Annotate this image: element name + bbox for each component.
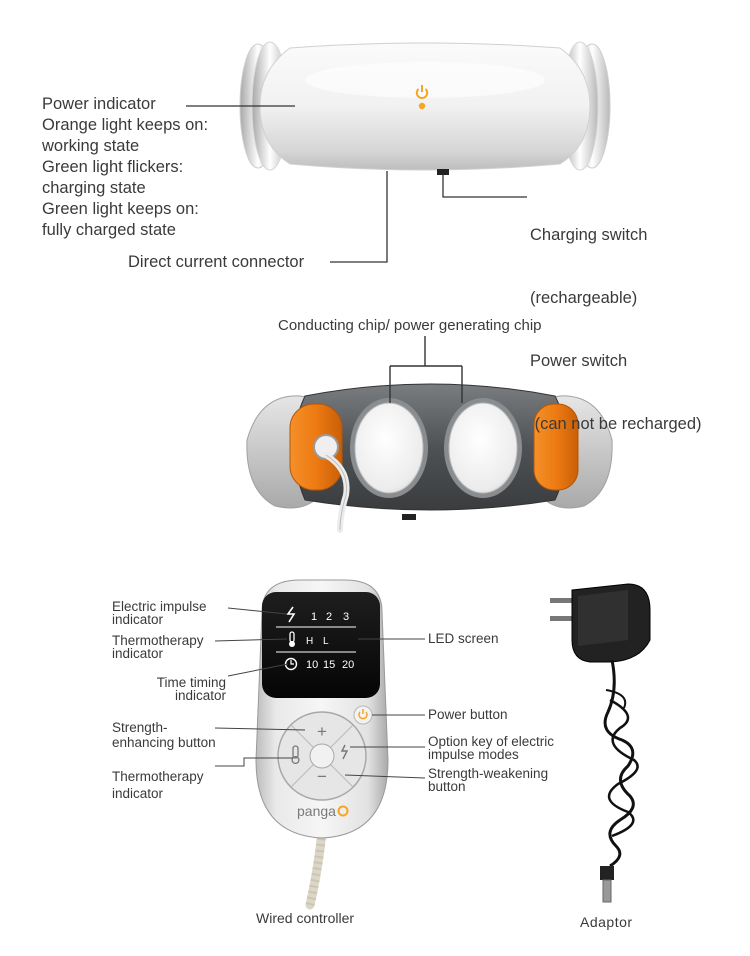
electric-impulse-icon bbox=[286, 606, 296, 623]
label-strength-enh-line-1: Strength- bbox=[112, 720, 168, 735]
charging-switch bbox=[437, 169, 449, 175]
power-indicator-line-2: Orange light keeps on: bbox=[42, 116, 209, 134]
chip-label: Conducting chip/ power generating chip bbox=[278, 317, 542, 334]
screen-row3-10: 10 bbox=[306, 659, 318, 671]
power-button-icon bbox=[358, 711, 368, 720]
label-thermo-btn-line-1: Thermotherapy bbox=[112, 769, 204, 784]
power-indicator-line-5: charging state bbox=[42, 179, 146, 197]
label-thermo-btn-line-2: indicator bbox=[112, 786, 164, 801]
label-time-timing-indicator: Time timing indicator bbox=[114, 675, 226, 703]
top-massager-unit bbox=[239, 41, 611, 175]
thermometer-icon bbox=[289, 631, 295, 647]
label-led-screen: LED screen bbox=[428, 631, 499, 646]
label-time-line-2: indicator bbox=[174, 688, 226, 703]
switch-line-1: Charging switch bbox=[530, 226, 648, 244]
power-indicator-line-3: working state bbox=[42, 137, 140, 155]
label-option-key-line-2: impulse modes bbox=[428, 747, 519, 762]
screen-row3-20: 20 bbox=[342, 659, 354, 671]
brand-logo: panga bbox=[297, 803, 336, 819]
label-strength-weak-line-2: button bbox=[428, 779, 466, 794]
wired-controller: 1 2 3 H L 10 15 20 + bbox=[255, 579, 389, 910]
power-indicator-line-6: Green light keeps on: bbox=[42, 200, 199, 218]
label-strength-enhancing-button: Strength- enhancing button bbox=[112, 720, 216, 750]
label-electric-impulse-line-1: Electric impulse bbox=[112, 599, 207, 614]
power-indicator-light bbox=[418, 102, 426, 110]
screen-row1-1: 1 bbox=[311, 611, 317, 623]
orange-end-cap-right bbox=[533, 403, 579, 491]
thermotherapy-button[interactable] bbox=[291, 745, 300, 765]
switch-description: Charging switch (rechargeable) Power swi… bbox=[530, 183, 702, 456]
dc-connector-label: Direct current connector bbox=[128, 253, 305, 271]
power-indicator-line-1: Power indicator bbox=[42, 95, 156, 113]
power-indicator-description: Power indicator Orange light keeps on: w… bbox=[42, 94, 208, 241]
label-power-button: Power button bbox=[428, 707, 508, 722]
adaptor bbox=[550, 583, 651, 903]
conducting-chip-right bbox=[444, 398, 522, 498]
middle-massager-unit bbox=[246, 383, 613, 533]
label-thermotherapy-button-indicator: Thermotherapy indicator bbox=[112, 768, 204, 802]
label-thermo-screen-line-1: Thermotherapy bbox=[112, 633, 204, 648]
caption-adaptor: Adaptor bbox=[580, 914, 633, 930]
chip-bracket bbox=[389, 336, 463, 403]
label-strength-weakening: Strength-weakening button bbox=[428, 766, 549, 794]
screen-row2-h: H bbox=[306, 636, 313, 647]
top-leader-lines bbox=[186, 105, 527, 263]
caption-wired-controller: Wired controller bbox=[256, 910, 355, 926]
strength-plus-button[interactable]: + bbox=[317, 722, 327, 741]
conducting-chip-left bbox=[350, 398, 428, 498]
switch-line-4: (can not be recharged) bbox=[530, 415, 702, 433]
switch-line-2: (rechargeable) bbox=[530, 289, 638, 307]
label-electric-impulse-indicator: Electric impulse indicator bbox=[112, 599, 207, 627]
power-indicator-line-4: Green light flickers: bbox=[42, 158, 184, 176]
led-screen bbox=[262, 592, 380, 698]
impulse-mode-button[interactable] bbox=[340, 744, 349, 760]
label-thermo-screen-line-2: indicator bbox=[112, 646, 164, 661]
label-time-line-1: Time timing bbox=[156, 675, 226, 690]
label-strength-enh-line-2: enhancing button bbox=[112, 735, 216, 750]
center-button[interactable] bbox=[309, 743, 335, 769]
label-electric-impulse-line-2: indicator bbox=[112, 612, 164, 627]
power-indicator-line-7: fully charged state bbox=[42, 221, 176, 239]
label-option-key-line-1: Option key of electric bbox=[428, 734, 555, 749]
strength-minus-button[interactable]: − bbox=[317, 767, 327, 786]
screen-row3-15: 15 bbox=[323, 659, 335, 671]
switch-line-3: Power switch bbox=[530, 352, 628, 370]
control-dpad: + − bbox=[277, 711, 367, 801]
cable-connector bbox=[313, 434, 339, 460]
brand-logo-ring bbox=[337, 805, 349, 817]
power-button[interactable] bbox=[353, 705, 373, 725]
label-strength-weak-line-1: Strength-weakening bbox=[428, 766, 549, 781]
controller-leader-lines bbox=[214, 607, 426, 779]
label-option-key: Option key of electric impulse modes bbox=[428, 734, 555, 762]
adaptor-cable bbox=[603, 659, 635, 868]
screen-row2-l: L bbox=[323, 636, 329, 647]
screen-row1-3: 3 bbox=[343, 611, 349, 623]
label-thermotherapy-screen-indicator: Thermotherapy indicator bbox=[112, 633, 204, 661]
power-icon bbox=[415, 85, 429, 100]
screen-row1-2: 2 bbox=[326, 611, 332, 623]
